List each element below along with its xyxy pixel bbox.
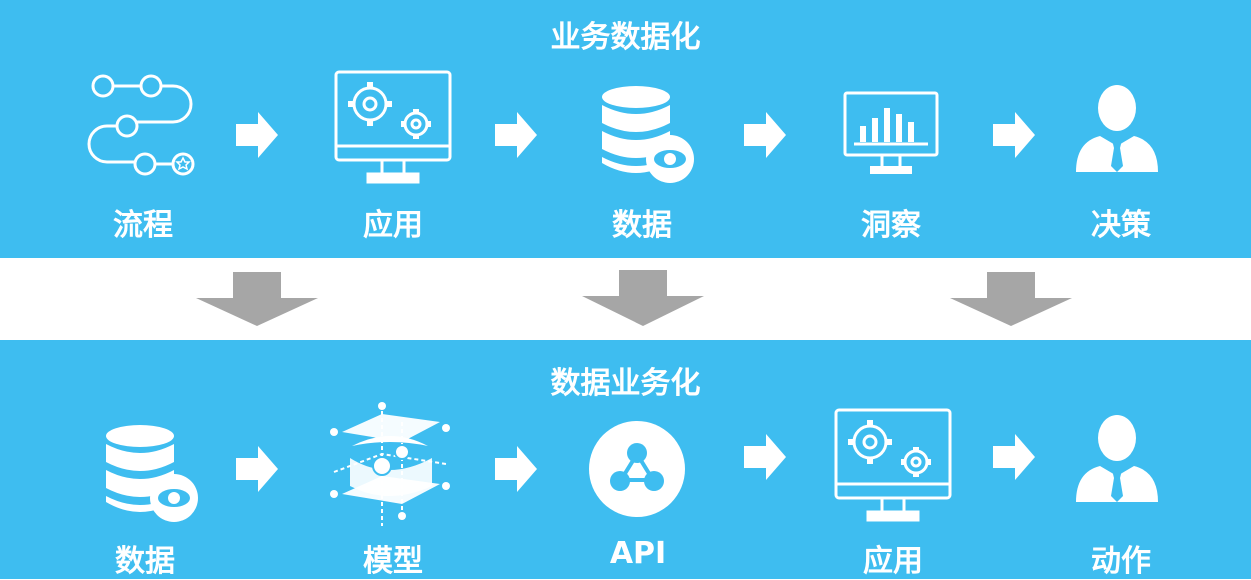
top-title: 业务数据化 (550, 20, 701, 55)
right-arrow-icon (236, 446, 278, 492)
top-step-4-label: 洞察 (861, 208, 921, 243)
bottom-step-1-label: 数据 (115, 544, 175, 579)
monitor-chart-icon (843, 91, 939, 174)
database-eye-icon (106, 425, 198, 522)
down-arrow-icon (196, 272, 318, 326)
monitor-gears-icon (834, 408, 952, 522)
down-arrow-icon (582, 270, 704, 326)
businessman-icon (1076, 85, 1158, 172)
top-step-2-label: 应用 (363, 208, 423, 243)
right-arrow-icon (993, 434, 1035, 480)
database-eye-icon (602, 86, 694, 183)
business-datafication-band: 业务数据化 流程 (0, 0, 1251, 258)
api-network-icon (589, 421, 685, 517)
cube-model-icon (330, 402, 450, 526)
top-step-5-label: 决策 (1091, 208, 1151, 243)
right-arrow-icon (744, 434, 786, 480)
top-step-3-label: 数据 (612, 208, 672, 243)
bottom-title: 数据业务化 (550, 366, 701, 401)
down-arrow-icon (950, 272, 1072, 326)
right-arrow-icon (993, 112, 1035, 158)
bottom-step-2-label: 模型 (363, 544, 423, 579)
businessman-icon (1076, 415, 1158, 502)
right-arrow-icon (495, 112, 537, 158)
right-arrow-icon (236, 112, 278, 158)
right-arrow-icon (495, 446, 537, 492)
top-step-1-label: 流程 (113, 208, 173, 243)
bottom-step-4-label: 应用 (863, 544, 923, 579)
right-arrow-icon (744, 112, 786, 158)
flow-path-icon (87, 74, 195, 176)
bottom-step-5-label: 动作 (1091, 544, 1151, 579)
data-businessization-band: 数据业务化 数据 (0, 340, 1251, 579)
bottom-step-3-label: API (609, 536, 667, 571)
monitor-gears-icon (334, 70, 452, 184)
